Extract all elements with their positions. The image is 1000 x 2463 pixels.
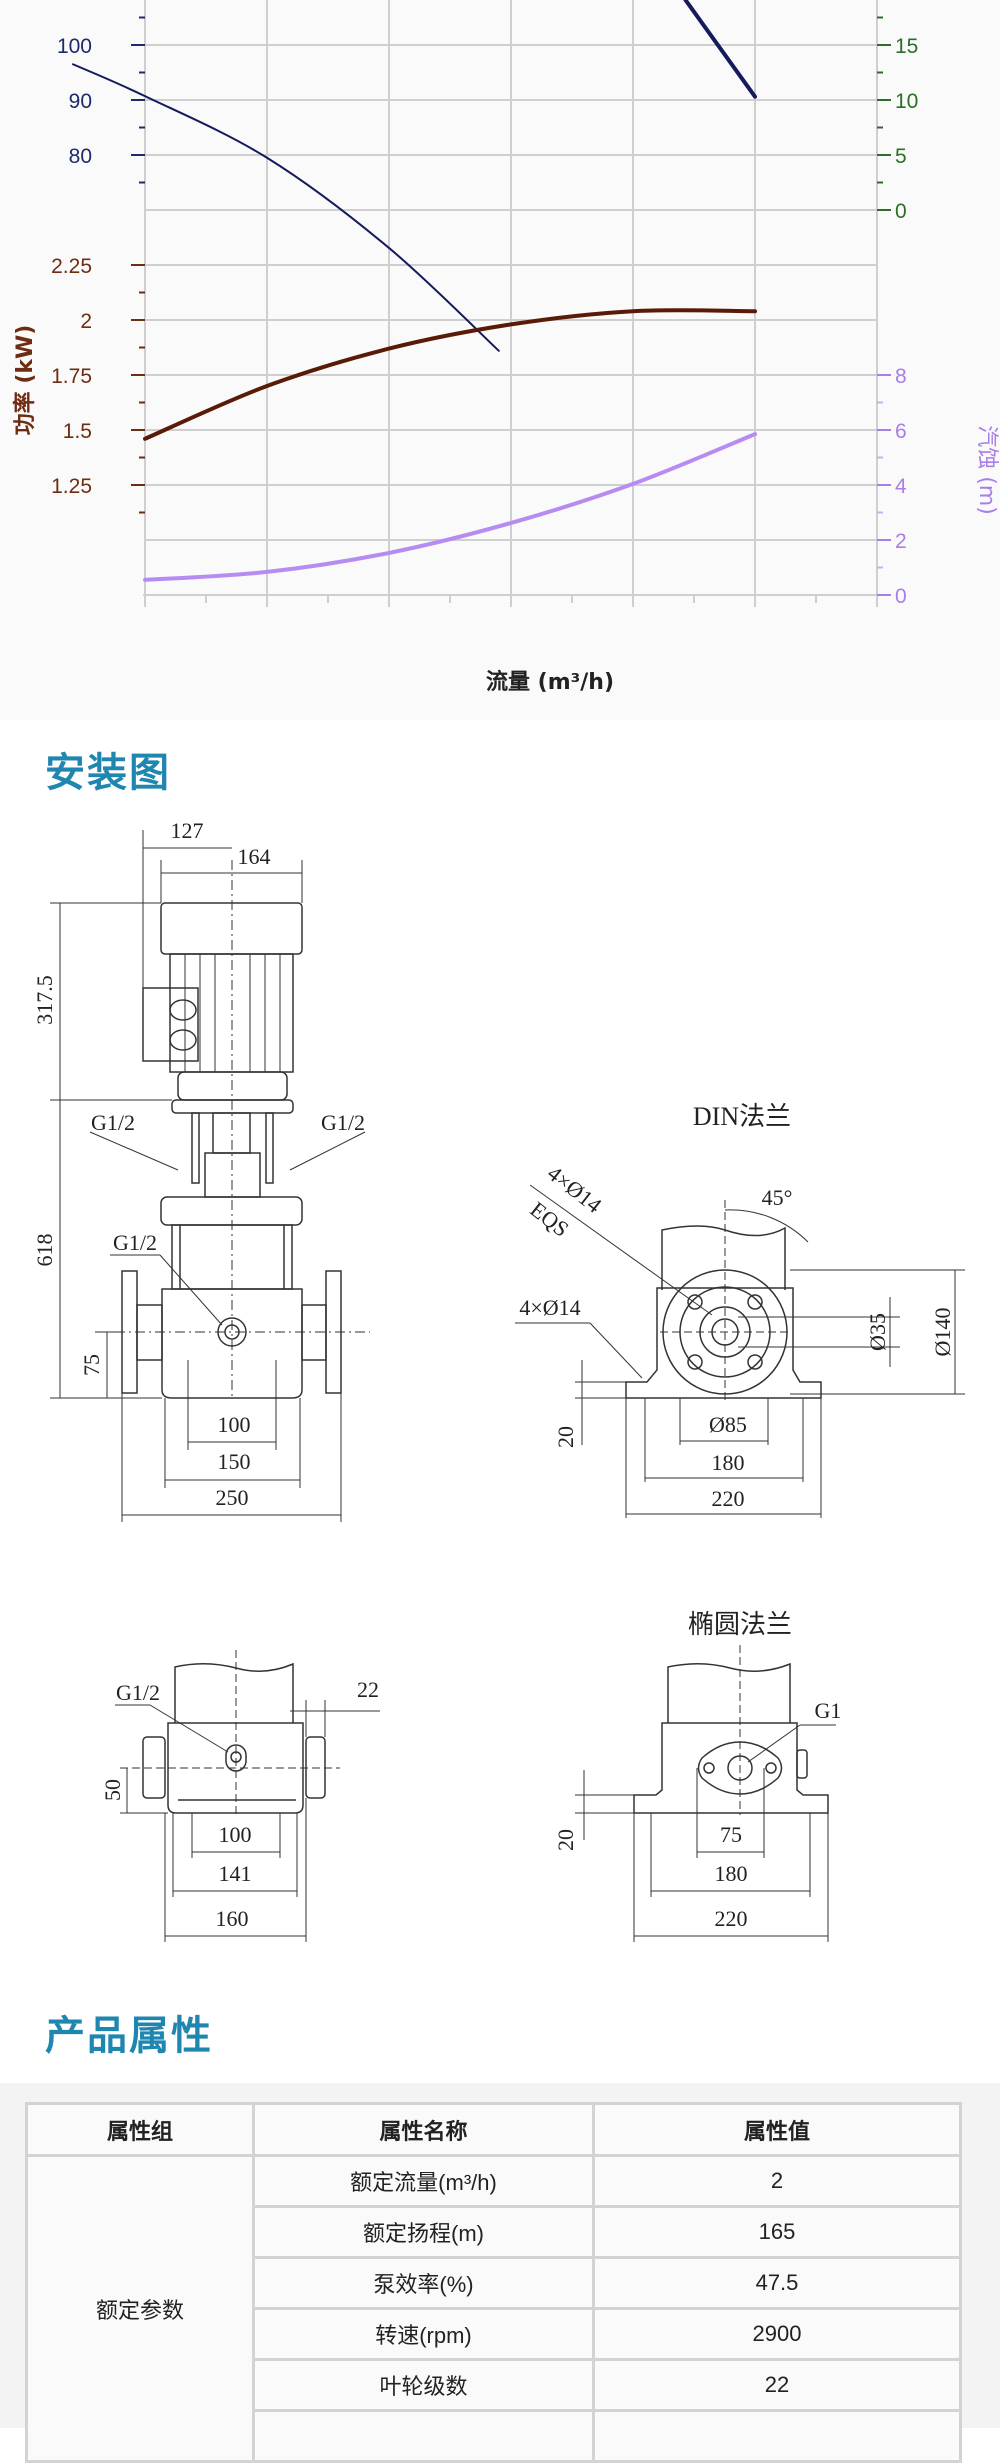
tick-label-power_left: 2.25 bbox=[51, 255, 92, 278]
tick-label-npsh_right: 6 bbox=[895, 420, 907, 443]
dim-d85: Ø85 bbox=[709, 1412, 747, 1437]
table-row: 额定扬程(m) 165 bbox=[27, 2205, 962, 2259]
tick-label-power_left: 2 bbox=[80, 310, 92, 333]
tick-label-efficiency_right: 10 bbox=[895, 90, 918, 113]
series-line-npsh bbox=[143, 432, 757, 582]
group-cell: 额定参数 bbox=[25, 2154, 255, 2463]
header-group: 属性组 bbox=[25, 2102, 255, 2157]
x-axis-label: 流量 (m³/h) bbox=[486, 669, 614, 695]
dim-141: 141 bbox=[219, 1861, 252, 1886]
attr-value: 165 bbox=[592, 2205, 962, 2259]
dim-d35: Ø35 bbox=[865, 1313, 890, 1351]
dim-180: 180 bbox=[715, 1861, 748, 1886]
tick-label-npsh_right: 2 bbox=[895, 530, 907, 553]
dim-45-deg: 45° bbox=[762, 1185, 793, 1210]
attr-value: 2900 bbox=[592, 2307, 962, 2361]
tick-label-power_left: 1.5 bbox=[63, 420, 92, 443]
dim-317-5: 317.5 bbox=[32, 975, 57, 1025]
tick-label-power_left: 1.75 bbox=[51, 365, 92, 388]
dim-180: 180 bbox=[712, 1450, 745, 1475]
pump-side-view: G1/2 22 50 100 141 160 bbox=[100, 1650, 380, 1942]
tick-label-npsh_right: 0 bbox=[895, 585, 907, 608]
dim-75: 75 bbox=[720, 1822, 742, 1847]
performance-chart: 100 90 80 2.25 2 1.75 1.5 1.25 15 10 5 0 8 6 4 2 0 功率 (k… bbox=[0, 0, 1000, 720]
attr-name: 额定扬程(m) bbox=[252, 2205, 595, 2259]
header-name: 属性名称 bbox=[252, 2102, 595, 2157]
dim-618: 618 bbox=[32, 1234, 57, 1267]
port-label: G1/2 bbox=[113, 1230, 157, 1255]
y-axis-label-npsh: 汽蚀 (m) bbox=[974, 425, 999, 515]
dim-220: 220 bbox=[715, 1906, 748, 1931]
installation-drawings: 127 164 317.5 618 75 100 150 250 G1/2 G1… bbox=[32, 818, 965, 1942]
table-row: 转速(rpm) 2900 bbox=[27, 2307, 962, 2361]
oval-flange-title: 椭圆法兰 bbox=[688, 1610, 792, 1639]
tick-label-efficiency_right: 0 bbox=[895, 200, 907, 223]
attr-value: 2 bbox=[592, 2154, 962, 2208]
dim-150: 150 bbox=[218, 1449, 251, 1474]
chart-curves bbox=[72, 0, 757, 582]
table-row: 叶轮级数 22 bbox=[27, 2358, 962, 2412]
series-line-efficiency bbox=[683, 0, 757, 99]
install-section-title: 安装图 bbox=[45, 750, 171, 796]
tick-label-head_left: 90 bbox=[69, 90, 92, 113]
series-line-head bbox=[72, 63, 500, 352]
tick-label-head_left: 100 bbox=[57, 35, 92, 58]
dim-100: 100 bbox=[219, 1822, 252, 1847]
table-row: 额定参数 额定流量(m³/h) 2 bbox=[25, 2154, 962, 2463]
tick-label-npsh_right: 4 bbox=[895, 475, 907, 498]
attr-name: 叶轮级数 bbox=[252, 2358, 595, 2412]
dim-75: 75 bbox=[79, 1354, 104, 1376]
attributes-table: 属性组 属性名称 属性值 额定参数 额定流量(m³/h) 2 额定扬程(m) 1… bbox=[25, 2102, 962, 2463]
tick-label-efficiency_right: 5 bbox=[895, 145, 907, 168]
port-label: G1 bbox=[815, 1698, 842, 1723]
dim-20: 20 bbox=[553, 1829, 578, 1851]
pump-front-view: 127 164 317.5 618 75 100 150 250 G1/2 G1… bbox=[32, 818, 370, 1522]
port-label: G1/2 bbox=[116, 1680, 160, 1705]
dim-220: 220 bbox=[712, 1486, 745, 1511]
chart-ticks: 100 90 80 2.25 2 1.75 1.5 1.25 15 10 5 0 8 6 4 2 0 bbox=[51, 16, 918, 608]
dim-22: 22 bbox=[357, 1677, 379, 1702]
dim-127: 127 bbox=[171, 818, 204, 843]
attr-name: 额定流量(m³/h) bbox=[252, 2154, 595, 2208]
dim-100: 100 bbox=[218, 1412, 251, 1437]
dim-d140: Ø140 bbox=[930, 1308, 955, 1357]
table-header-row: 属性组 属性名称 属性值 bbox=[25, 2102, 962, 2157]
dim-20: 20 bbox=[553, 1426, 578, 1448]
y-axis-label-power: 功率 (kW) bbox=[12, 325, 38, 436]
port-label: G1/2 bbox=[321, 1110, 365, 1135]
attr-name: 转速(rpm) bbox=[252, 2307, 595, 2361]
tick-label-power_left: 1.25 bbox=[51, 475, 92, 498]
dim-4x14-lower: 4×Ø14 bbox=[519, 1295, 580, 1320]
header-value: 属性值 bbox=[592, 2102, 962, 2157]
dim-eqs: EQS bbox=[526, 1196, 574, 1241]
attr-name: 泵效率(%) bbox=[252, 2256, 595, 2310]
attr-value: 22 bbox=[592, 2358, 962, 2412]
dim-160: 160 bbox=[216, 1906, 249, 1931]
dim-164: 164 bbox=[238, 844, 271, 869]
attributes-section-title: 产品属性 bbox=[45, 2013, 213, 2059]
din-flange-view: DIN法兰 45° 4×Ø14 EQS 4×Ø14 Ø35 Ø140 20 Ø8… bbox=[515, 1102, 965, 1518]
tick-label-efficiency_right: 15 bbox=[895, 35, 918, 58]
tick-label-head_left: 80 bbox=[69, 145, 92, 168]
series-line-power bbox=[143, 308, 757, 441]
din-flange-title: DIN法兰 bbox=[693, 1102, 791, 1131]
dim-250: 250 bbox=[216, 1485, 249, 1510]
dim-50: 50 bbox=[100, 1779, 125, 1801]
attr-value: 47.5 bbox=[592, 2256, 962, 2310]
table-row: 泵效率(%) 47.5 bbox=[27, 2256, 962, 2310]
chart-grid bbox=[143, 0, 878, 607]
oval-flange-view: 椭圆法兰 G1 20 75 180 220 bbox=[553, 1610, 841, 1942]
port-label: G1/2 bbox=[91, 1110, 135, 1135]
tick-label-npsh_right: 8 bbox=[895, 365, 907, 388]
